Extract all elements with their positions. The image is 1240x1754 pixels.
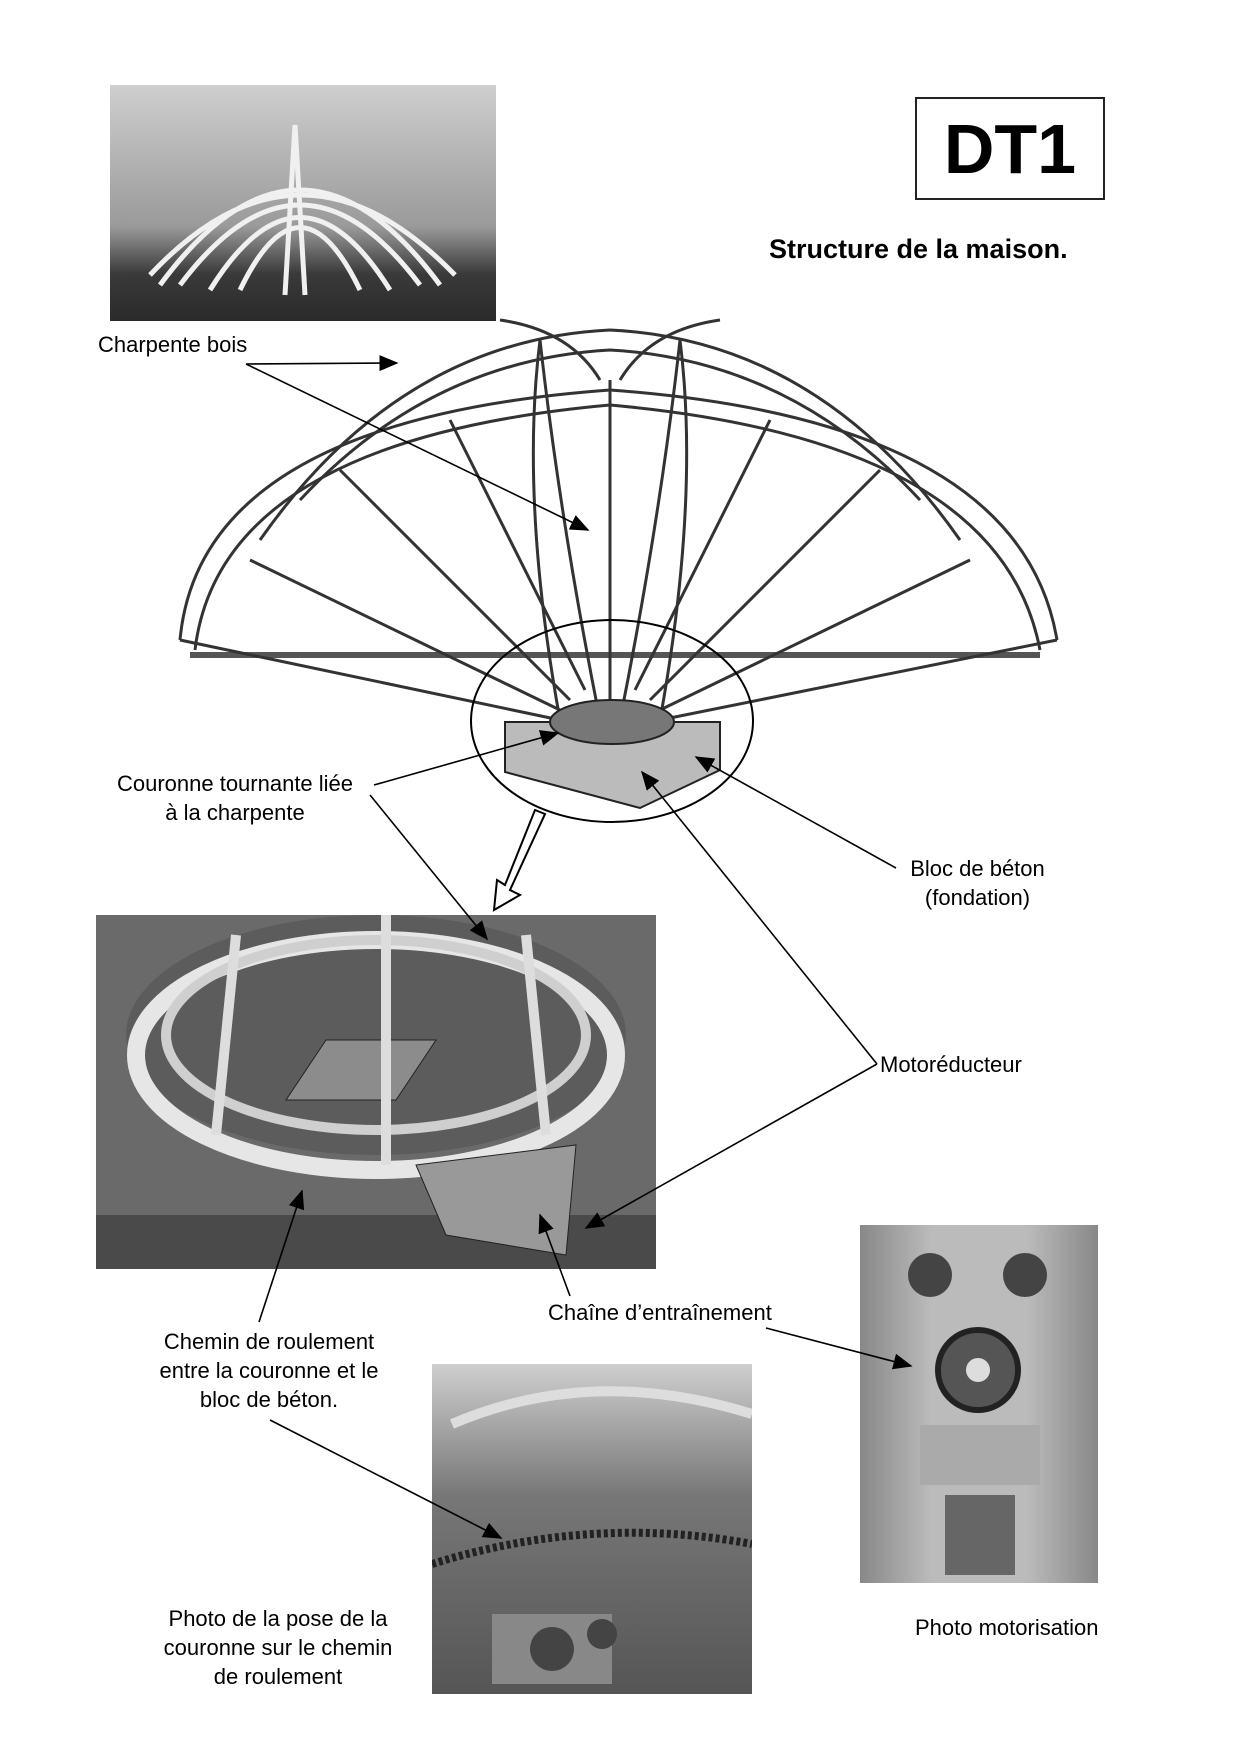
render-rotating-crown bbox=[96, 915, 656, 1269]
label-bloc-line1: Bloc de béton bbox=[910, 856, 1045, 881]
label-pose-line2: couronne sur le chemin bbox=[163, 1635, 393, 1660]
label-chemin-line1: Chemin de roulement bbox=[163, 1329, 375, 1354]
detail-circle bbox=[470, 619, 754, 823]
crown-render-drawing bbox=[96, 915, 656, 1269]
label-chaine: Chaîne d’entraînement bbox=[548, 1300, 772, 1325]
dome-frame-photo-drawing bbox=[148, 124, 457, 296]
label-couronne: Couronne tournante liée à la charpente bbox=[96, 769, 374, 827]
label-bloc-line2: (fondation) bbox=[924, 885, 1031, 910]
photo-wood-frame bbox=[110, 85, 496, 321]
label-photo-motorisation: Photo motorisation bbox=[915, 1615, 1099, 1640]
photo-motorisation bbox=[860, 1225, 1098, 1583]
motor-photo-drawing bbox=[908, 1253, 1047, 1575]
installation-photo-drawing bbox=[432, 1386, 752, 1684]
label-couronne-line1: Couronne tournante liée bbox=[116, 771, 354, 796]
label-motoreducteur: Motoréducteur bbox=[880, 1052, 1022, 1077]
label-photo-pose: Photo de la pose de la couronne sur le c… bbox=[140, 1604, 416, 1691]
label-charpente: Charpente bois bbox=[98, 332, 248, 357]
label-chemin-line2: entre la couronne et le bbox=[159, 1358, 379, 1383]
document-code: DT1 bbox=[943, 109, 1077, 188]
document-code-box: DT1 bbox=[915, 97, 1105, 200]
label-chemin-line3: bloc de béton. bbox=[199, 1387, 339, 1412]
photo-crown-installation bbox=[432, 1364, 752, 1694]
label-couronne-line2: à la charpente bbox=[165, 800, 305, 825]
label-pose-line3: de roulement bbox=[213, 1664, 343, 1689]
hollow-arrow bbox=[492, 808, 547, 912]
label-pose-line1: Photo de la pose de la bbox=[168, 1606, 388, 1631]
label-bloc-beton: Bloc de béton (fondation) bbox=[890, 854, 1065, 912]
label-chemin: Chemin de roulement entre la couronne et… bbox=[134, 1327, 404, 1414]
page-title: Structure de la maison. bbox=[769, 234, 1068, 264]
